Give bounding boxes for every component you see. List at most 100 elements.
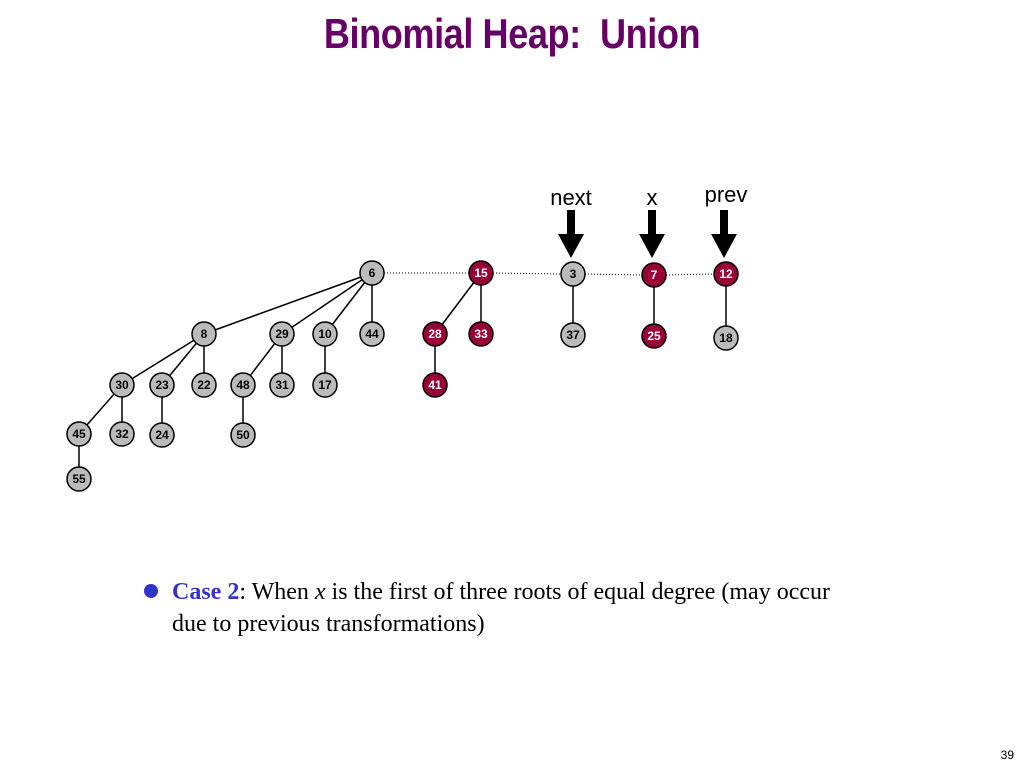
- arrow-shaft: [567, 210, 575, 236]
- node-key: 25: [647, 329, 661, 343]
- node-17: 17: [312, 372, 338, 398]
- node-key: 45: [72, 427, 86, 441]
- node-circle: [149, 372, 175, 398]
- node-circle: [269, 372, 295, 398]
- node-circle: [230, 422, 256, 448]
- node-10: 10: [312, 321, 338, 347]
- node-33: 33: [468, 321, 494, 347]
- node-circle: [713, 325, 739, 351]
- node-44: 44: [359, 321, 385, 347]
- node-15: 15: [468, 260, 494, 286]
- node-48: 48: [230, 372, 256, 398]
- node-key: 6: [369, 266, 376, 280]
- node-key: 7: [651, 268, 658, 282]
- node-circle: [422, 372, 448, 398]
- node-18: 18: [713, 325, 739, 351]
- pointer-arrows: next x prev: [550, 182, 747, 258]
- node-circle: [560, 261, 586, 287]
- node-23: 23: [149, 372, 175, 398]
- node-key: 28: [428, 327, 442, 341]
- node-circle: [149, 422, 175, 448]
- pointer-prev: prev: [705, 182, 748, 258]
- node-key: 30: [115, 378, 129, 392]
- node-key: 17: [318, 378, 332, 392]
- down-arrow-icon: [558, 234, 584, 258]
- case-bullet: Case 2: When x is the first of three roo…: [144, 576, 864, 640]
- node-circle: [312, 321, 338, 347]
- node-circle: [468, 321, 494, 347]
- down-arrow-icon: [711, 234, 737, 258]
- node-7: 7: [641, 262, 667, 288]
- node-45: 45: [66, 421, 92, 447]
- node-key: 50: [236, 428, 250, 442]
- pointer-label-next: next: [550, 185, 592, 210]
- edge-6-10: [324, 272, 373, 335]
- bullet-dot-icon: [144, 584, 158, 598]
- bullet-text-part: : When: [239, 579, 315, 605]
- node-key: 41: [428, 378, 442, 392]
- pointer-label-prev: prev: [705, 182, 748, 207]
- node-circle: [312, 372, 338, 398]
- node-key: 37: [566, 328, 580, 342]
- node-29: 29: [269, 321, 295, 347]
- edge-6-29: [281, 272, 373, 335]
- node-circle: [641, 323, 667, 349]
- node-circle: [269, 321, 295, 347]
- node-41: 41: [422, 372, 448, 398]
- case-label: Case 2: [172, 579, 240, 605]
- node-circle: [191, 321, 217, 347]
- node-key: 12: [719, 267, 733, 281]
- node-22: 22: [191, 372, 217, 398]
- node-key: 31: [275, 378, 289, 392]
- pointer-next: next: [550, 185, 592, 258]
- node-circle: [230, 372, 256, 398]
- node-50: 50: [230, 422, 256, 448]
- root-link-7-12: [665, 273, 715, 276]
- root-link-15-3: [492, 272, 562, 275]
- node-6: 6: [359, 260, 385, 286]
- edge-6-8: [203, 272, 373, 335]
- edge-8-30: [121, 333, 205, 386]
- node-key: 32: [115, 427, 129, 441]
- bullet-text-part: is the first of three roots of equal deg…: [172, 579, 830, 637]
- node-32: 32: [109, 421, 135, 447]
- page-number: 39: [1000, 748, 1014, 762]
- slide-title: Binomial Heap: Union: [323, 10, 701, 57]
- node-key: 29: [275, 327, 289, 341]
- node-24: 24: [149, 422, 175, 448]
- node-key: 3: [570, 267, 577, 281]
- node-55: 55: [66, 466, 92, 492]
- node-25: 25: [641, 323, 667, 349]
- node-key: 8: [201, 327, 208, 341]
- node-key: 24: [155, 428, 169, 442]
- node-circle: [191, 372, 217, 398]
- arrow-shaft: [720, 210, 728, 236]
- node-circle: [713, 261, 739, 287]
- node-28: 28: [422, 321, 448, 347]
- node-circle: [109, 421, 135, 447]
- node-key: 23: [155, 378, 169, 392]
- node-key: 33: [474, 327, 488, 341]
- root-list-links: [384, 272, 715, 276]
- node-3: 3: [560, 261, 586, 287]
- node-key: 18: [719, 331, 733, 345]
- node-circle: [422, 321, 448, 347]
- node-circle: [560, 322, 586, 348]
- node-key: 15: [474, 266, 488, 280]
- node-31: 31: [269, 372, 295, 398]
- node-key: 10: [318, 327, 332, 341]
- node-circle: [66, 421, 92, 447]
- arrow-shaft: [648, 210, 656, 236]
- node-circle: [66, 466, 92, 492]
- pointer-x: x: [639, 185, 665, 258]
- tree-edges: [78, 272, 727, 479]
- node-circle: [641, 262, 667, 288]
- bullet-text: Case 2: When x is the first of three roo…: [172, 576, 864, 640]
- node-8: 8: [191, 321, 217, 347]
- node-circle: [359, 260, 385, 286]
- node-circle: [109, 372, 135, 398]
- node-circle: [359, 321, 385, 347]
